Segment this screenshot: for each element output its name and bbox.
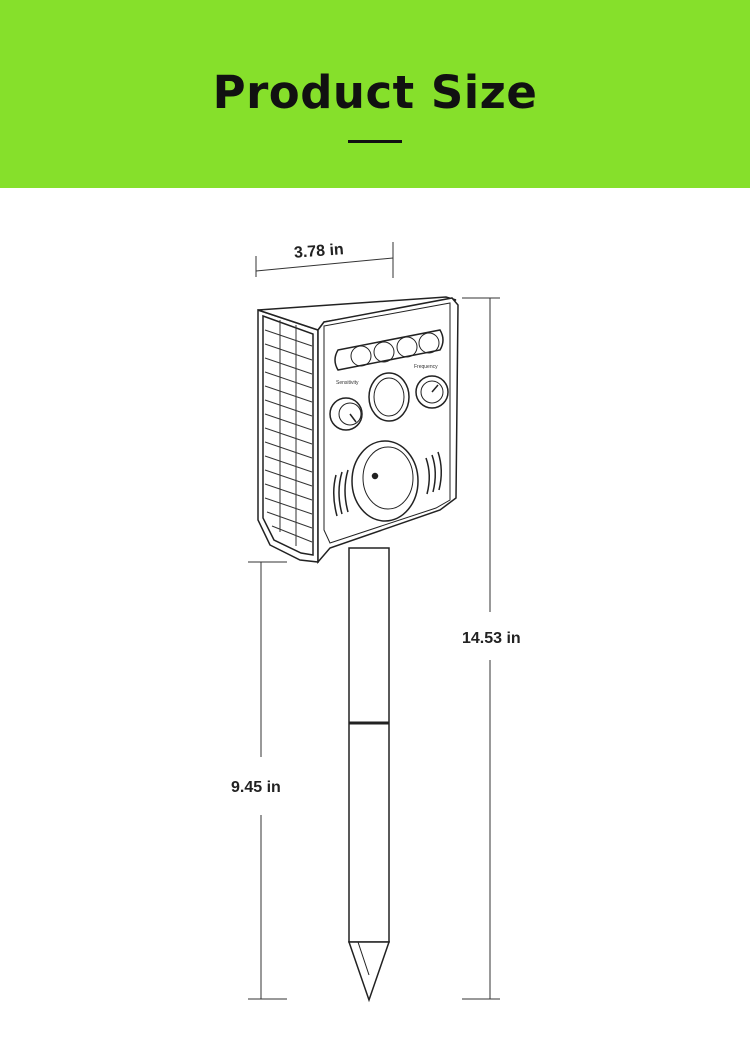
ground-stake bbox=[347, 547, 391, 1003]
ultrasonic-speaker bbox=[351, 440, 419, 522]
led-strip bbox=[334, 329, 444, 371]
title-underline bbox=[348, 140, 402, 143]
frequency-label: Frequency bbox=[414, 364, 438, 370]
total-height-dimension-line bbox=[462, 297, 500, 1000]
frequency-knob bbox=[415, 375, 449, 409]
width-label: 3.78 in bbox=[293, 241, 345, 262]
sensitivity-knob bbox=[329, 397, 363, 431]
sensitivity-label: Sensitivity bbox=[336, 380, 359, 386]
header-banner: Product Size bbox=[0, 0, 750, 188]
stake-length-dimension-line bbox=[248, 561, 287, 1000]
speaker-wave-marks bbox=[333, 451, 442, 517]
width-dimension-line bbox=[255, 242, 394, 278]
page-title: Product Size bbox=[212, 66, 538, 119]
motion-sensor bbox=[368, 372, 410, 422]
solar-panel bbox=[257, 308, 319, 563]
stake-length-label: 9.45 in bbox=[231, 779, 281, 796]
total-height-label: 14.53 in bbox=[462, 630, 521, 647]
